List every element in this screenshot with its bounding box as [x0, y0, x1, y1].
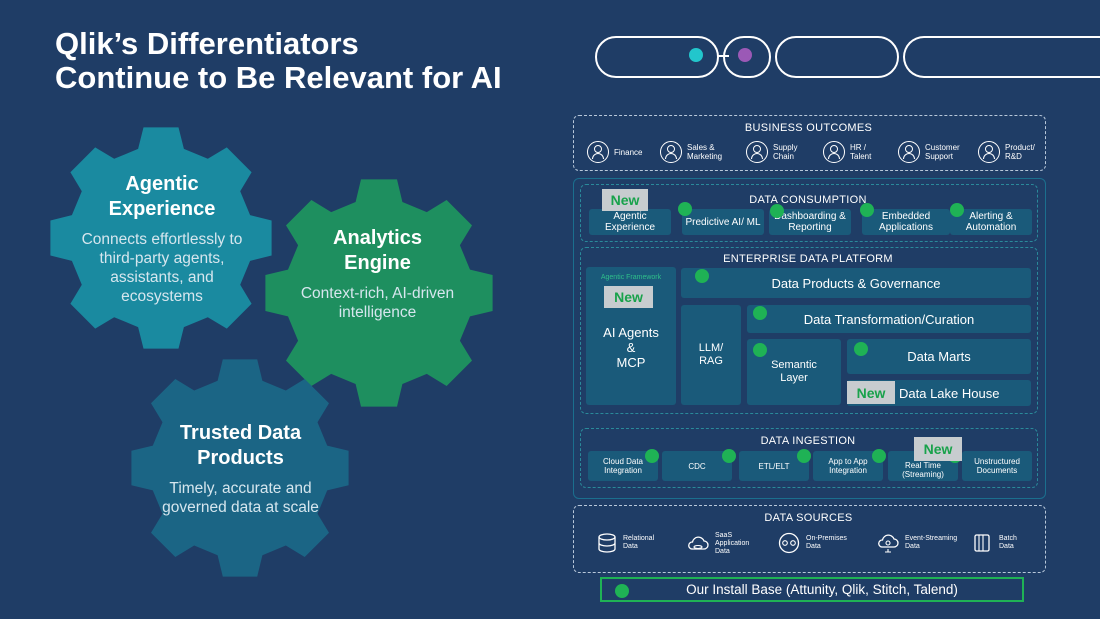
- data-consumption-box: [580, 184, 1038, 242]
- tile-embedded-applications: Embedded Applications: [862, 209, 950, 235]
- green-dot-icon: [854, 342, 868, 356]
- outcome-sales-marketing: Sales & Marketing: [660, 141, 729, 163]
- tile-data-products-governance: Data Products & Governance: [681, 268, 1031, 298]
- green-dot-icon: [770, 204, 784, 218]
- source-on-premises: On-Premises Data: [777, 532, 852, 554]
- tile-cdc: CDC: [662, 451, 732, 481]
- cyan-dot-icon: [689, 48, 703, 62]
- enterprise-platform-box: [580, 247, 1038, 414]
- green-dot-icon: [950, 203, 964, 217]
- purple-dot-icon: [738, 48, 752, 62]
- person-icon: [978, 141, 1000, 163]
- source-batch: Batch Data: [972, 532, 1023, 554]
- person-icon: [660, 141, 682, 163]
- green-dot-icon: [695, 269, 709, 283]
- outcome-product-rd: Product/ R&D: [978, 141, 1041, 163]
- source-relational: Relational Data: [596, 532, 659, 554]
- person-icon: [587, 141, 609, 163]
- green-dot-icon: [753, 306, 767, 320]
- business-outcomes-box: [573, 115, 1046, 171]
- platform-frame: [573, 178, 1046, 499]
- source-event-streaming: Event-Streaming Data: [876, 532, 959, 554]
- data-consumption-title: DATA CONSUMPTION: [749, 194, 867, 206]
- green-dot-icon: [678, 202, 692, 216]
- install-base-bar: Our Install Base (Attunity, Qlik, Stitch…: [600, 577, 1024, 602]
- outcome-supply-chain: Supply Chain: [746, 141, 803, 163]
- data-ingestion-title: DATA INGESTION: [760, 435, 856, 447]
- tile-cloud-data-integration: Cloud Data Integration: [588, 451, 658, 481]
- database-icon: [598, 533, 616, 553]
- new-badge: New: [914, 437, 962, 461]
- gear-agentic-description: Connects effortlessly to third-party age…: [81, 231, 243, 305]
- gear-analytics-engine-icon: [265, 179, 493, 407]
- slide-title-line-1: Qlik’s Differentiators: [55, 26, 359, 61]
- green-dot-icon: [615, 584, 629, 598]
- decorative-connector: [717, 55, 729, 57]
- enterprise-platform-title: ENTERPRISE DATA PLATFORM: [723, 253, 893, 265]
- batch-icon: [974, 534, 990, 552]
- data-sources-title: DATA SOURCES: [764, 512, 853, 524]
- new-badge: New: [604, 286, 653, 308]
- gear-analytics-description: Context-rich, AI-driven intelligence: [300, 285, 455, 321]
- green-dot-icon: [722, 449, 736, 463]
- business-outcomes-title: BUSINESS OUTCOMES: [744, 122, 873, 134]
- slide-title: Qlik’s Differentiators Continue to Be Re…: [55, 27, 575, 95]
- tile-predictive-ai: Predictive AI/ ML: [682, 209, 764, 235]
- tile-data-marts: Data Marts: [847, 339, 1031, 374]
- green-dot-icon: [645, 449, 659, 463]
- tile-alerting-automation: Alerting & Automation: [950, 209, 1032, 235]
- ai-agents-text: AI Agents & MCP: [603, 324, 659, 370]
- outcome-customer-support: Customer Support: [898, 141, 967, 163]
- data-ingestion-box: [580, 428, 1038, 488]
- tile-unstructured-documents: Unstructured Documents: [962, 451, 1032, 481]
- new-badge: New: [847, 381, 895, 404]
- green-dot-icon: [872, 449, 886, 463]
- green-dot-icon: [797, 449, 811, 463]
- source-saas: SaaS Application Data: [686, 532, 755, 556]
- person-icon: [898, 141, 920, 163]
- agentic-framework-label: Agentic Framework: [600, 274, 662, 281]
- new-badge: New: [602, 189, 648, 211]
- tile-app-to-app: App to App Integration: [813, 451, 883, 481]
- cloud-stream-icon: [878, 534, 899, 553]
- tile-llm-rag: LLM/ RAG: [681, 305, 741, 405]
- cloud-database-icon: [688, 536, 709, 550]
- green-dot-icon: [753, 343, 767, 357]
- data-sources-box: [573, 505, 1046, 573]
- green-dot-icon: [860, 203, 874, 217]
- gear-trusted-data-icon: [131, 359, 349, 577]
- person-icon: [746, 141, 768, 163]
- decorative-pill-4: [903, 36, 1100, 78]
- outcome-finance: Finance: [587, 141, 644, 163]
- tile-data-transformation: Data Transformation/Curation: [747, 305, 1031, 333]
- gear-agentic-experience-icon: [50, 127, 272, 349]
- decorative-pill-1: [595, 36, 719, 78]
- person-icon: [823, 141, 845, 163]
- server-icon: [778, 532, 800, 554]
- gear-trusted-description: Timely, accurate and governed data at sc…: [162, 480, 319, 516]
- slide-title-line-2: Continue to Be Relevant for AI: [55, 60, 502, 95]
- tile-agentic-experience: Agentic Experience: [589, 209, 671, 235]
- decorative-pill-2: [723, 36, 771, 78]
- outcome-hr-talent: HR / Talent: [823, 141, 880, 163]
- decorative-pill-3: [775, 36, 899, 78]
